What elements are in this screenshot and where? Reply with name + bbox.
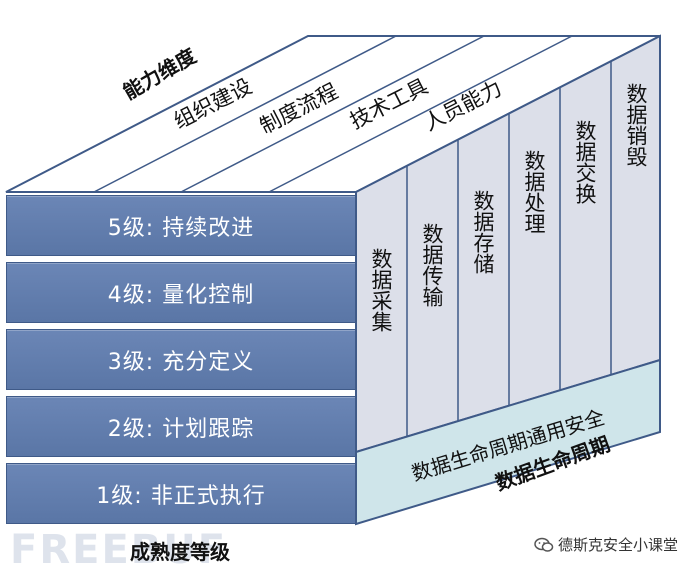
wechat-icon [534,537,554,552]
top-divider [93,35,397,193]
wechat-attribution: 德斯克安全小课堂 [534,534,678,555]
lifecycle-stage-label: 数据存储 [471,190,495,274]
lifecycle-stage-label: 数据采集 [369,248,393,332]
level-label: 3级: 充分定义 [107,349,255,375]
lifecycle-stage-label: 数据销毁 [624,83,648,167]
maturity-level-4: 4级: 量化控制 [6,262,356,323]
top-divider [268,35,573,193]
maturity-level-1: 1级: 非正式执行 [6,463,356,524]
maturity-level-3: 3级: 充分定义 [6,329,356,390]
level-label: 5级: 持续改进 [107,215,255,241]
stage-label-group: 数据采集 数据传输 数据存储 数据处理 数据交换 数据销毁 [369,83,648,332]
lifecycle-stage-label: 数据处理 [522,150,546,234]
level-label: 2级: 计划跟踪 [107,416,255,442]
watermark: FREEBUF [10,527,228,573]
lifecycle-stage-label: 数据传输 [420,223,444,307]
capability-dimension-caption: 能力维度 [119,43,201,104]
lifecycle-common-stripe [355,358,661,526]
level-label: 4级: 量化控制 [107,282,255,308]
maturity-level-caption: 成熟度等级 [130,540,230,564]
maturity-level-2: 2级: 计划跟踪 [6,396,356,457]
top-divider [180,35,485,193]
level-label: 1级: 非正式执行 [96,483,266,509]
maturity-level-5: 5级: 持续改进 [6,195,356,256]
wechat-account-name: 德斯克安全小课堂 [557,536,678,554]
lifecycle-stage-label: 数据交换 [573,120,597,204]
